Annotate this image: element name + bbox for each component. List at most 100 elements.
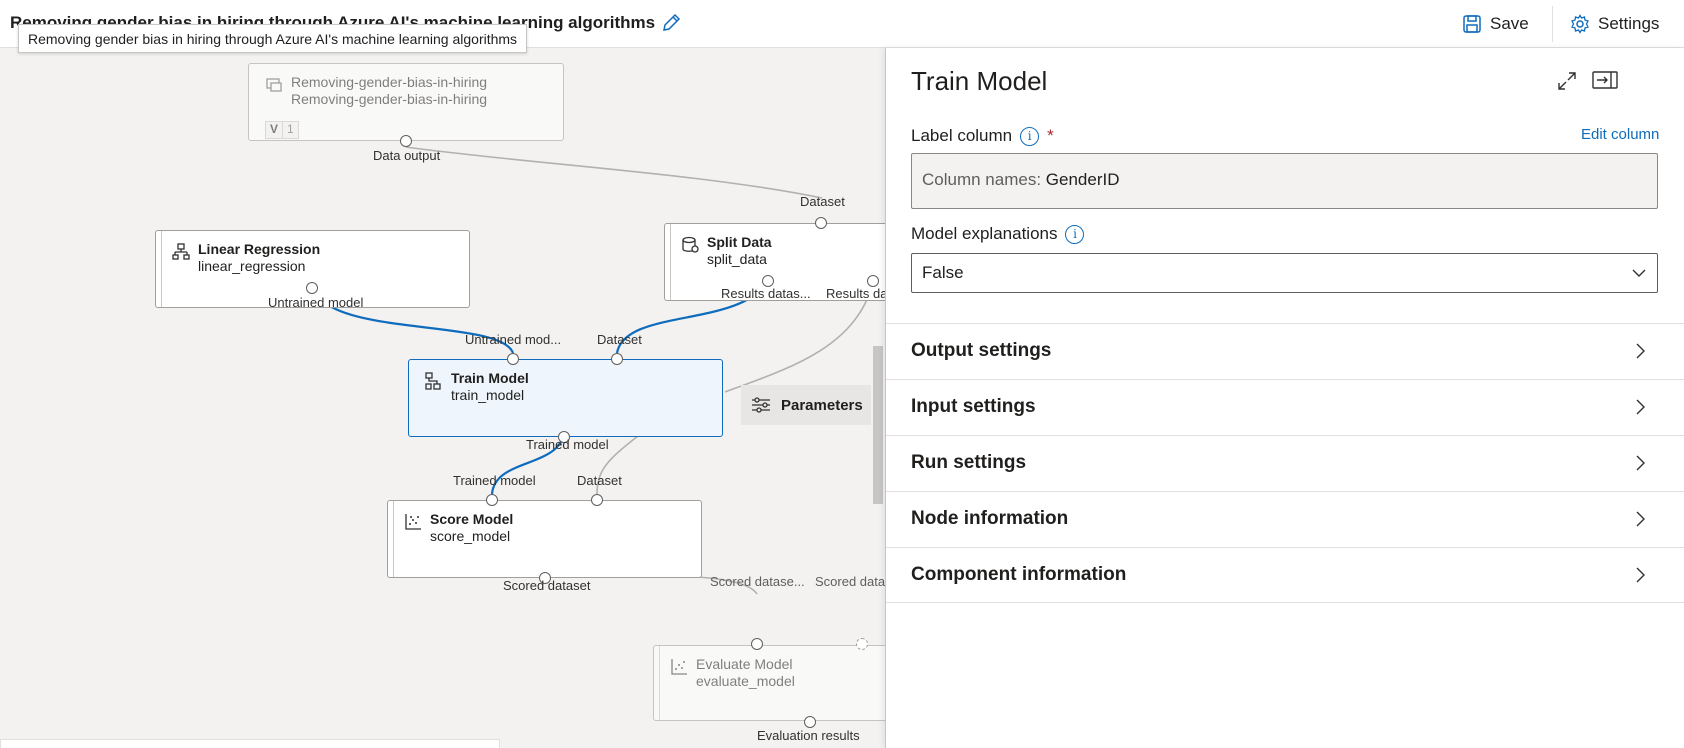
linear-output-label: Untrained model [268, 295, 364, 310]
column-field-value: GenderID [1045, 170, 1120, 189]
train-input1-label: Untrained mod... [465, 332, 562, 347]
toolbar-divider [1552, 6, 1553, 42]
section-title: Run settings [911, 452, 1027, 473]
model-explanations-label: Model explanations i [911, 224, 1085, 244]
score-model-node[interactable]: Score Model score_model [387, 500, 702, 578]
settings-label: Settings [1598, 14, 1660, 33]
split-input-label: Dataset [800, 194, 845, 209]
model-explanations-dropdown[interactable]: False [911, 253, 1658, 293]
linear-output-port[interactable] [306, 282, 318, 294]
train-input2-label: Dataset [597, 332, 642, 347]
node-title: Removing-gender-bias-in-hiring [291, 74, 488, 90]
node-bar [388, 501, 394, 577]
node-subtitle: Removing-gender-bias-in-hiring [291, 91, 488, 107]
run-settings-section[interactable]: Run settings [886, 435, 1684, 491]
chevron-right-icon [1636, 399, 1645, 415]
section-title: Input settings [911, 396, 1036, 417]
dataset-output-label: Data output [373, 148, 441, 163]
wire-split-to-score [596, 431, 644, 495]
canvas-toolbar[interactable] [0, 739, 500, 748]
evaluate-input2-label: Scored data [815, 574, 885, 589]
edit-column-link[interactable]: Edit column [1581, 126, 1660, 143]
save-label: Save [1490, 14, 1529, 33]
node-subtitle: split_data [707, 251, 767, 267]
panel-title: Train Model [911, 66, 1048, 96]
section-title: Component information [911, 564, 1127, 585]
gear-icon [1571, 14, 1589, 34]
component-information-section[interactable]: Component information [886, 547, 1684, 603]
chevron-right-icon [1636, 455, 1645, 471]
expand-icon[interactable] [1556, 70, 1578, 92]
node-title: Evaluate Model [696, 656, 793, 672]
train-input2-port[interactable] [611, 353, 623, 365]
split-output2-label: Results da [826, 286, 885, 301]
scatter-icon [671, 659, 687, 675]
node-subtitle: linear_regression [198, 258, 306, 274]
label-column-label: Label column i * [911, 126, 1054, 146]
parameters-label: Parameters [781, 396, 863, 414]
split-output2-port[interactable] [867, 275, 879, 287]
evaluate-input2-port[interactable] [856, 638, 868, 650]
chevron-right-icon [1636, 511, 1645, 527]
version-badge: V 1 [265, 121, 299, 139]
parameters-button[interactable]: Parameters [741, 385, 871, 425]
dropdown-value: False [922, 263, 964, 282]
label-column-field: Column names: GenderID [911, 153, 1658, 209]
score-output-port[interactable] [539, 572, 551, 584]
canvas-scrollbar[interactable] [873, 346, 883, 504]
wire-dataset-to-split [405, 146, 823, 199]
score-input1-label: Trained model [453, 473, 536, 488]
save-button[interactable]: Save [1462, 10, 1529, 38]
algorithm-icon [172, 243, 190, 260]
linear-regression-node[interactable]: Linear Regression linear_regression [155, 230, 470, 308]
split-data-icon [682, 236, 699, 253]
evaluate-model-node[interactable]: Evaluate Model evaluate_model [653, 645, 885, 721]
section-title: Output settings [911, 340, 1052, 361]
node-details-panel: Train Model Label column i * Edit column… [885, 48, 1684, 748]
split-output1-port[interactable] [762, 275, 774, 287]
label-column-text: Label column [911, 126, 1013, 145]
node-information-section[interactable]: Node information [886, 491, 1684, 547]
dock-panel-icon[interactable] [1592, 70, 1618, 90]
title-tooltip: Removing gender bias in hiring through A… [18, 24, 528, 53]
dataset-node[interactable]: Removing-gender-bias-in-hiring Removing-… [248, 63, 564, 141]
split-data-node[interactable]: Split Data split_data [664, 223, 885, 301]
settings-button[interactable]: Settings [1570, 10, 1659, 38]
node-bar [654, 646, 660, 720]
model-explanations-text: Model explanations [911, 224, 1058, 243]
evaluate-input1-port[interactable] [751, 638, 763, 650]
train-model-node[interactable]: Train Model train_model [408, 359, 723, 437]
column-field-prefix: Column names: [922, 170, 1042, 189]
train-output-label: Trained model [526, 437, 609, 452]
wire-split-to-params [724, 282, 874, 393]
info-icon[interactable]: i [1065, 224, 1085, 244]
output-settings-section[interactable]: Output settings [886, 323, 1684, 379]
split-output1-label: Results datas... [721, 286, 811, 301]
score-input1-port[interactable] [486, 494, 498, 506]
node-subtitle: score_model [430, 528, 511, 544]
save-icon [1463, 15, 1481, 33]
train-input1-port[interactable] [507, 353, 519, 365]
pipeline-canvas[interactable]: Removing-gender-bias-in-hiring Removing-… [0, 48, 885, 748]
node-title: Linear Regression [198, 241, 321, 257]
input-settings-section[interactable]: Input settings [886, 379, 1684, 435]
scatter-icon [405, 514, 421, 530]
section-title: Node information [911, 508, 1069, 529]
score-output-label: Scored dataset [503, 578, 591, 593]
info-icon[interactable]: i [1020, 126, 1040, 146]
dataset-output-port[interactable] [400, 135, 412, 147]
split-input-port[interactable] [815, 217, 827, 229]
chevron-right-icon [1636, 343, 1645, 359]
edit-title-pencil-icon[interactable] [660, 12, 682, 34]
evaluate-input1-label: Scored datase... [710, 574, 805, 589]
dataset-icon [266, 78, 282, 92]
node-bar [156, 231, 162, 307]
node-title: Split Data [707, 234, 772, 250]
node-title: Train Model [451, 370, 529, 386]
evaluate-output-port[interactable] [804, 716, 816, 728]
score-input2-label: Dataset [577, 473, 622, 488]
required-indicator: * [1047, 126, 1054, 145]
score-input2-port[interactable] [591, 494, 603, 506]
train-output-port[interactable] [558, 431, 570, 443]
node-bar [665, 224, 671, 300]
